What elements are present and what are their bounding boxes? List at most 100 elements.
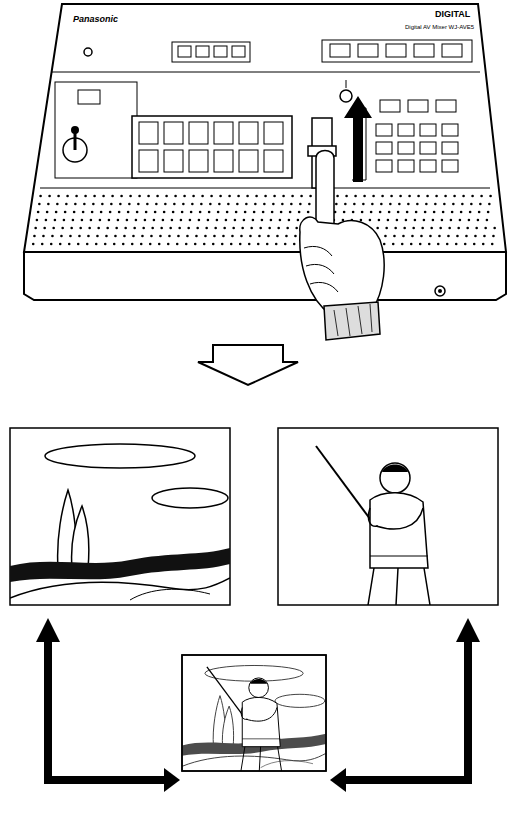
mixer-buttons: [139, 150, 158, 172]
speaker-grille: [235, 211, 238, 214]
speaker-grille: [258, 235, 261, 238]
mixer-controls: [74, 132, 77, 150]
mixer-buttons: [398, 142, 414, 154]
speaker-grille: [428, 243, 431, 246]
speaker-grille: [401, 243, 404, 246]
speaker-grille: [432, 219, 435, 222]
mix-arrows: [464, 640, 472, 784]
speaker-grille: [73, 211, 76, 214]
speaker-grille: [487, 211, 490, 214]
mixer-buttons: [214, 150, 233, 172]
speaker-grille: [97, 227, 100, 230]
speaker-grille: [371, 203, 374, 206]
speaker-grille: [214, 227, 217, 230]
speaker-grille: [468, 219, 471, 222]
speaker-grille: [282, 195, 285, 198]
mixer-buttons: [358, 44, 378, 57]
speaker-grille: [194, 243, 197, 246]
speaker-grille: [168, 235, 171, 238]
speaker-grille: [460, 211, 463, 214]
speaker-grille: [480, 195, 483, 198]
mixer-buttons: [398, 124, 414, 136]
speaker-grille: [120, 195, 123, 198]
picture-mixed: [182, 655, 326, 771]
speaker-grille: [240, 235, 243, 238]
speaker-grille: [425, 203, 428, 206]
speaker-grille: [174, 195, 177, 198]
speaker-grille: [219, 195, 222, 198]
picture-mixed: [182, 655, 326, 771]
mixer-buttons: [178, 46, 191, 57]
speaker-grille: [196, 227, 199, 230]
speaker-grille: [469, 211, 472, 214]
speaker-grille: [66, 195, 69, 198]
speaker-grille: [114, 235, 117, 238]
speaker-grille: [435, 195, 438, 198]
speaker-grille: [384, 235, 387, 238]
mixer-buttons: [232, 46, 245, 57]
speaker-grille: [492, 235, 495, 238]
speaker-grille: [36, 219, 39, 222]
speaker-grille: [42, 235, 45, 238]
mix-arrows: [44, 776, 166, 784]
mixer-buttons: [264, 122, 283, 144]
speaker-grille: [86, 243, 89, 246]
mixer-buttons: [239, 150, 258, 172]
speaker-grille: [226, 211, 229, 214]
speaker-grille: [383, 243, 386, 246]
speaker-grille: [75, 195, 78, 198]
speaker-grille: [82, 211, 85, 214]
speaker-grille: [335, 203, 338, 206]
speaker-grille: [420, 235, 423, 238]
speaker-grille: [101, 203, 104, 206]
mixer-body: [52, 72, 480, 73]
mixer-buttons: [398, 160, 414, 172]
mixer-controls: [322, 40, 472, 62]
speaker-grille: [241, 227, 244, 230]
speaker-grille: [353, 203, 356, 206]
speaker-grille: [255, 195, 258, 198]
speaker-grille: [68, 243, 71, 246]
speaker-grille: [102, 195, 105, 198]
speaker-grille: [263, 203, 266, 206]
speaker-grille: [180, 219, 183, 222]
speaker-grille: [402, 235, 405, 238]
speaker-grille: [213, 235, 216, 238]
picture-mixed: [207, 667, 282, 771]
mixer-buttons: [386, 44, 406, 57]
speaker-grille: [264, 195, 267, 198]
speaker-grille: [254, 203, 257, 206]
mixer-buttons: [436, 100, 456, 112]
speaker-grille: [397, 211, 400, 214]
speaker-grille: [442, 211, 445, 214]
speaker-grille: [230, 243, 233, 246]
speaker-grille: [37, 211, 40, 214]
speaker-grille: [41, 243, 44, 246]
speaker-grille: [299, 203, 302, 206]
speaker-grille: [298, 211, 301, 214]
speaker-grille: [471, 195, 474, 198]
speaker-grille: [87, 235, 90, 238]
speaker-grille: [403, 227, 406, 230]
down-arrow: [198, 345, 298, 385]
push-arrow: [344, 96, 372, 182]
speaker-grille: [99, 219, 102, 222]
series-label: DIGITAL: [434, 10, 471, 20]
speaker-grille: [344, 203, 347, 206]
speaker-grille: [370, 211, 373, 214]
speaker-grille: [446, 243, 449, 246]
speaker-grille: [336, 195, 339, 198]
speaker-grille: [47, 203, 50, 206]
speaker-grille: [376, 227, 379, 230]
speaker-grille: [46, 211, 49, 214]
picture-right: [278, 428, 498, 605]
mixer-buttons: [420, 142, 436, 154]
speaker-grille: [81, 219, 84, 222]
mixer-buttons: [442, 142, 458, 154]
mix-arrows: [344, 776, 472, 784]
speaker-grille: [61, 227, 64, 230]
speaker-grille: [64, 211, 67, 214]
speaker-grille: [171, 219, 174, 222]
speaker-grille: [91, 211, 94, 214]
speaker-grille: [453, 195, 456, 198]
